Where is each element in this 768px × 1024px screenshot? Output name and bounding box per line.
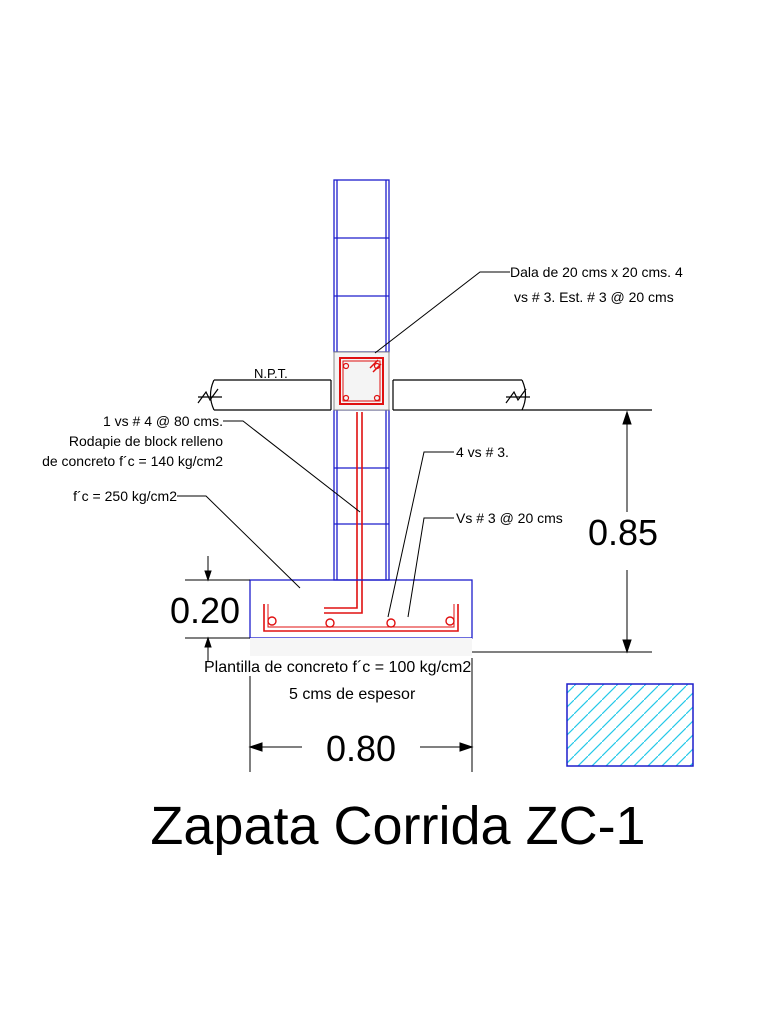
rod-note-line1: 1 vs # 4 @ 80 cms. bbox=[103, 413, 223, 429]
npt-label: N.P.T. bbox=[254, 366, 288, 381]
rod-note-line2: Rodapie de block relleno bbox=[69, 433, 223, 449]
rod-note-line3: de concreto f´c = 140 kg/cm2 bbox=[42, 453, 223, 469]
dala-note-line1: Dala de 20 cms x 20 cms. 4 bbox=[510, 264, 683, 280]
thickness-dimension-value: 0.20 bbox=[170, 590, 240, 631]
dimension-height bbox=[622, 410, 632, 654]
width-dimension-value: 0.80 bbox=[326, 728, 396, 769]
drawing-title: Zapata Corrida ZC-1 bbox=[150, 796, 645, 856]
vertical-rebar bbox=[324, 412, 363, 614]
dala-note-line2: vs # 3. Est. # 3 @ 20 cms bbox=[514, 289, 674, 305]
dala-beam bbox=[333, 351, 390, 411]
dimension-width bbox=[248, 658, 474, 772]
transverse-bars-note: Vs # 3 @ 20 cms bbox=[456, 510, 563, 526]
footing bbox=[249, 579, 473, 656]
floor-slab bbox=[197, 379, 652, 411]
plantilla-note-line2: 5 cms de espesor bbox=[289, 686, 416, 703]
height-dimension-value: 0.85 bbox=[588, 512, 658, 553]
concrete-strength-note: f´c = 250 kg/cm2 bbox=[73, 488, 177, 504]
leader-lines bbox=[177, 271, 510, 618]
longitudinal-bars-note: 4 vs # 3. bbox=[456, 444, 509, 460]
dimension-thickness bbox=[185, 556, 250, 662]
hatch-legend-box bbox=[566, 683, 694, 767]
plantilla-note-line1: Plantilla de concreto f´c = 100 kg/cm2 bbox=[204, 659, 471, 676]
